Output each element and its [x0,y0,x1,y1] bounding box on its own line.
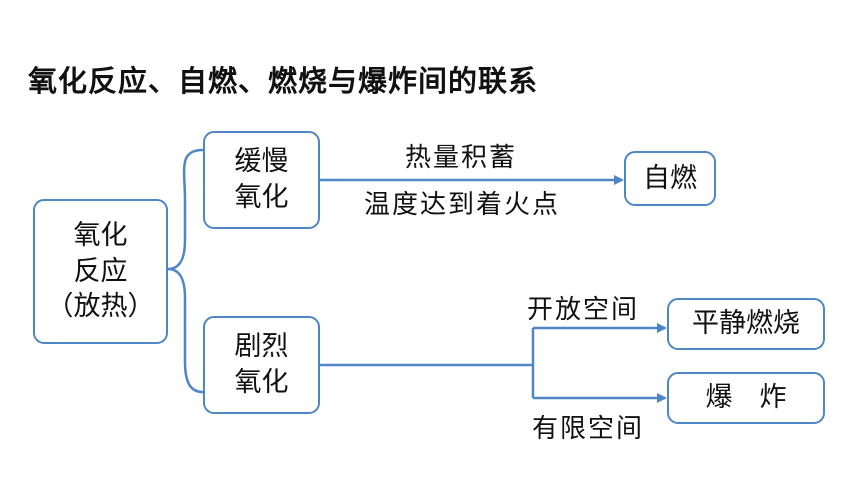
edge-label-heat-accumulation: 热量积蓄 [405,143,518,173]
page-title: 氧化反应、自燃、燃烧与爆炸间的联系 [28,64,539,98]
node-steady-burning-label: 平静燃烧 [692,308,800,340]
edge-label-open-space: 开放空间 [527,295,640,325]
node-oxidation-reaction-line-3: （放热） [46,291,155,323]
node-explosion-label: 爆 炸 [705,382,787,414]
node-spontaneous-combustion-label: 自燃 [643,162,697,194]
brace-connector [167,148,204,394]
node-slow-oxidation-line-1: 缓慢 [234,146,289,178]
node-oxidation-reaction: 氧化 反应 （放热） [33,199,168,344]
node-spontaneous-combustion: 自燃 [624,151,716,206]
node-violent-oxidation-line-2: 氧化 [234,367,289,398]
node-oxidation-reaction-line-1: 氧化 [73,220,128,252]
node-steady-burning: 平静燃烧 [667,298,825,350]
node-violent-oxidation: 剧烈 氧化 [203,316,320,414]
node-violent-oxidation-line-1: 剧烈 [234,331,289,363]
node-explosion: 爆 炸 [667,372,825,424]
node-oxidation-reaction-line-2: 反应 [73,255,128,287]
edge-label-limited-space: 有限空间 [532,414,645,444]
node-slow-oxidation: 缓慢 氧化 [203,131,320,229]
edge-label-reach-ignition-point: 温度达到着火点 [364,190,561,220]
node-slow-oxidation-line-2: 氧化 [234,182,289,213]
